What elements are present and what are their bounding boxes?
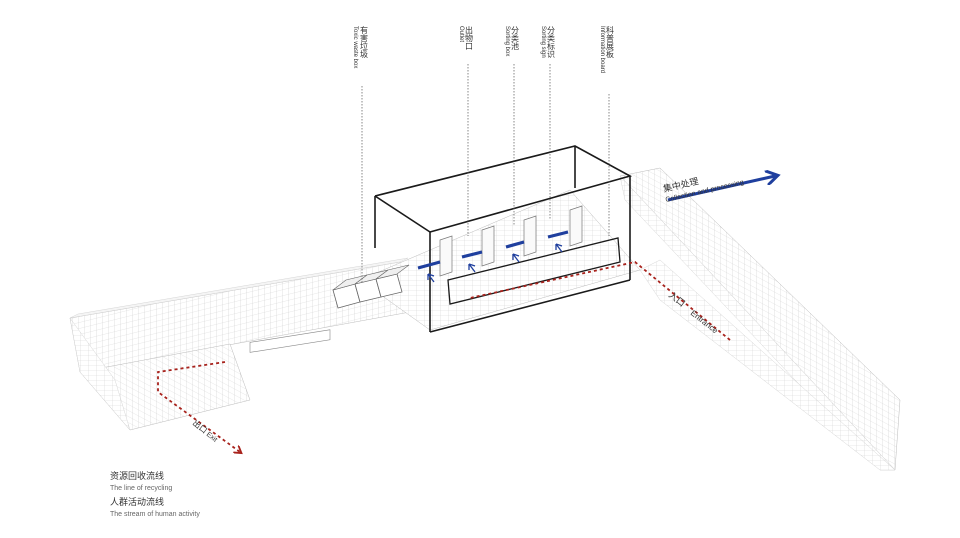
leader-lines <box>361 64 610 284</box>
label-outlet-cn: 出物口 <box>465 25 474 50</box>
left-steps-front <box>69 317 131 431</box>
recycling-arrows <box>427 243 563 283</box>
label-exit-en: Exit <box>205 431 219 444</box>
wall-sign <box>249 329 331 353</box>
collection-arrow <box>667 176 775 202</box>
human-path-entrance <box>469 261 731 341</box>
label-sortbox-cn: 分类池 <box>511 26 520 50</box>
left-wall-top <box>69 257 409 319</box>
toxic-waste-boxes <box>332 264 410 309</box>
label-toxic-en: Toxic waste box <box>352 26 358 68</box>
legend-recycling-cn: 资源回收流线 <box>110 472 165 482</box>
label-sortbox-en: Sorting box <box>504 26 510 56</box>
recycling-bars <box>417 230 569 270</box>
legend-human-cn: 人群活动流线 <box>110 498 165 508</box>
legend-recycling-en: The line of recycling <box>110 485 173 492</box>
legend-human-en: The stream of human activity <box>110 511 200 518</box>
right-wall-lower <box>639 259 896 471</box>
right-wall-side <box>619 175 896 471</box>
label-sortsign-cn: 分类标识 <box>547 26 556 59</box>
right-wall-top <box>619 167 901 471</box>
sorting-partitions <box>439 205 583 277</box>
label-outlet-en: Outlet <box>458 26 464 42</box>
label-toxic-cn: 有害垃圾 <box>360 25 369 59</box>
label-info-en: Information board <box>599 26 605 73</box>
human-path-exit <box>157 361 240 452</box>
label-sortsign-en: Sorting sign <box>540 26 546 58</box>
label-info-cn: 科普展板 <box>606 25 615 59</box>
